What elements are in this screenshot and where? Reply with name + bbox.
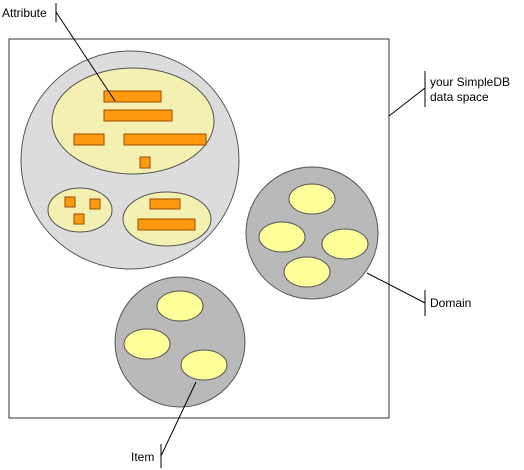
attribute-leader-line (55, 11, 116, 102)
item-leader-line (160, 381, 197, 457)
attribute (103, 90, 162, 103)
item-small-left (47, 187, 113, 233)
item-large (51, 67, 215, 175)
item-ellipse (156, 290, 204, 322)
attribute (64, 196, 76, 208)
domain-right-circle (245, 166, 379, 300)
item-ellipse (123, 328, 171, 360)
item-small-right (122, 191, 212, 247)
domain-right (245, 166, 379, 300)
attribute (73, 213, 85, 225)
domain-leader-line (366, 272, 426, 304)
domain-large (20, 50, 240, 270)
attribute-label: Attribute (2, 6, 47, 20)
data-space-leader-line (388, 87, 426, 117)
attribute (73, 133, 105, 146)
item-ellipse (321, 228, 369, 260)
domain-bottom (114, 276, 246, 408)
data-space-label-line1: your SimpleDB (430, 75, 510, 89)
item-ellipse (258, 221, 306, 253)
attribute (89, 198, 101, 210)
item-ellipse (288, 183, 336, 215)
item-label: Item (131, 450, 154, 464)
leader-lines (55, 3, 426, 468)
data-space-label-line2: data space (430, 90, 489, 104)
item-ellipse (283, 256, 331, 288)
attribute (139, 156, 151, 169)
item-small-left-ellipse (47, 187, 113, 233)
item-ellipse (180, 349, 228, 381)
attribute (149, 198, 181, 210)
attribute (103, 109, 173, 122)
attribute (137, 218, 196, 231)
attribute (123, 133, 207, 146)
domain-label: Domain (430, 296, 471, 310)
